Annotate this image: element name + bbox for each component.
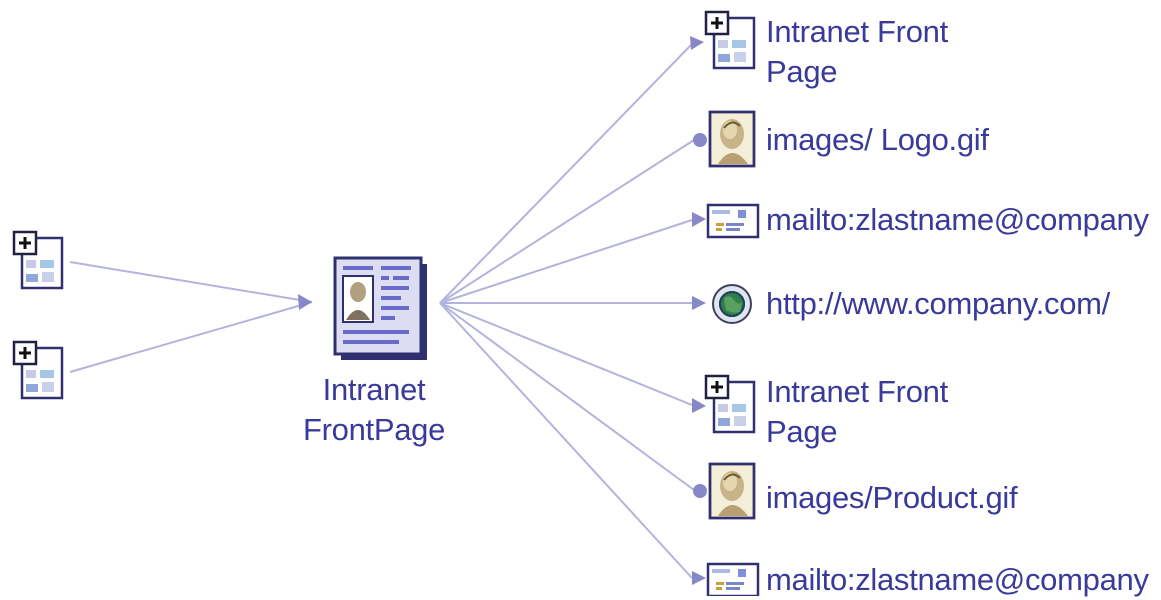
label-line1: images/ Logo.gif [766, 122, 989, 157]
arrowhead [692, 212, 706, 227]
collapsed-page-icon[interactable] [12, 340, 64, 400]
arrowhead [298, 294, 312, 310]
outgoing-node-label-3[interactable]: mailto:zlastname@company [766, 200, 1149, 240]
label-line2: Page [766, 54, 838, 89]
center-node-label: Intranet FrontPage [254, 370, 494, 450]
link-dot [693, 133, 707, 147]
arrowhead [692, 296, 706, 310]
mail-icon[interactable] [706, 203, 760, 239]
label-line1: images/Product.gif [766, 480, 1018, 515]
outgoing-node-label-4[interactable]: http://www.company.com/ [766, 284, 1110, 324]
label-line2: Page [766, 414, 838, 449]
outgoing-node-label-1[interactable]: Intranet Front Page [766, 12, 948, 92]
outgoing-node-label-7[interactable]: mailto:zlastname@company [766, 560, 1149, 600]
collapsed-page-icon[interactable] [12, 230, 64, 290]
label-line1: mailto:zlastname@company [766, 562, 1149, 597]
web-page-icon[interactable] [333, 256, 427, 360]
label-line1: mailto:zlastname@company [766, 202, 1149, 237]
image-file-icon[interactable] [708, 462, 756, 520]
outgoing-node-label-2[interactable]: images/ Logo.gif [766, 120, 989, 160]
label-line1: http://www.company.com/ [766, 286, 1110, 321]
label-line1: Intranet Front [766, 14, 948, 49]
outgoing-node-label-6[interactable]: images/Product.gif [766, 478, 1018, 518]
collapsed-page-icon[interactable] [704, 10, 756, 70]
center-label-line1: Intranet [322, 372, 426, 407]
link-dot [693, 484, 707, 498]
label-line1: Intranet Front [766, 374, 948, 409]
arrowhead [690, 36, 704, 50]
collapsed-page-icon[interactable] [704, 374, 756, 434]
mail-icon[interactable] [706, 562, 760, 596]
globe-icon[interactable] [712, 284, 752, 324]
arrowhead [692, 398, 706, 413]
arrowhead [692, 571, 706, 585]
image-file-icon[interactable] [708, 110, 756, 168]
center-label-line2: FrontPage [302, 412, 446, 447]
outgoing-node-label-5[interactable]: Intranet Front Page [766, 372, 948, 452]
